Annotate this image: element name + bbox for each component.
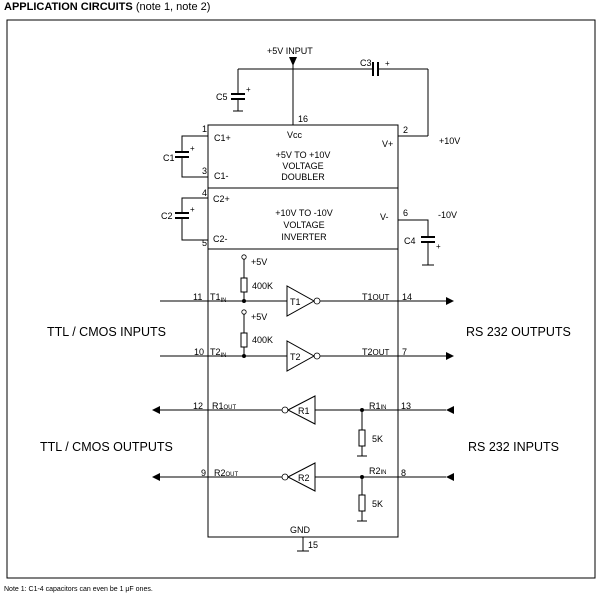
c2-plus: + — [190, 205, 195, 214]
rs232-outputs-label: RS 232 OUTPUTS — [466, 325, 571, 339]
c5-label: C5 — [216, 92, 228, 102]
inverter-line-2: VOLTAGE — [283, 220, 324, 230]
t1-pullup-vdd: +5V — [251, 257, 267, 267]
c4-capacitor — [398, 219, 435, 266]
vplus-label: +10V — [439, 136, 460, 146]
pin-4: 4 — [202, 188, 207, 198]
diagram-frame — [6, 19, 596, 579]
pin-15: 15 — [308, 540, 318, 550]
pin-label-vplus: V+ — [382, 139, 393, 149]
r2-in-label: R2IN — [369, 466, 387, 476]
c3-plus: + — [385, 59, 390, 68]
vminus-label: -10V — [438, 210, 457, 220]
pin-14: 14 — [402, 292, 412, 302]
power-input-label: +5V INPUT — [267, 46, 313, 56]
pin-12: 12 — [193, 401, 203, 411]
pin-label-c2plus: C2+ — [213, 194, 230, 204]
figure-title: APPLICATION CIRCUITS (note 1, note 2) — [4, 1, 211, 13]
footnote: Note 1: C1-4 capacitors can even be 1 μF… — [4, 586, 153, 593]
r1-out-arrow — [152, 406, 160, 414]
doubler-line-1: +5V TO +10V — [276, 150, 331, 160]
inverter-line-1: +10V TO -10V — [275, 208, 332, 218]
ttl-cmos-outputs-label: TTL / CMOS OUTPUTS — [40, 440, 173, 454]
pin-5: 5 — [202, 238, 207, 248]
t2-buffer — [286, 340, 316, 372]
pin-9: 9 — [201, 468, 206, 478]
t1-buffer — [286, 285, 316, 317]
c2-label: C2 — [161, 211, 173, 221]
t2-name: T2 — [290, 352, 301, 362]
pin-1: 1 — [202, 124, 207, 134]
pin-2: 2 — [403, 125, 408, 135]
r2-out-label: R2OUT — [214, 468, 239, 478]
t2-out-arrow — [446, 352, 454, 360]
inverter-line-3: INVERTER — [281, 232, 327, 242]
t2-pullup-resistor: 400K — [252, 335, 273, 345]
pin-3: 3 — [202, 166, 207, 176]
r1-in-label: R1IN — [369, 401, 387, 411]
r2-name: R2 — [298, 473, 310, 483]
r1-in-arrow — [446, 406, 454, 414]
ttl-cmos-inputs-label: TTL / CMOS INPUTS — [47, 325, 166, 339]
t1-out-arrow — [446, 297, 454, 305]
r2-pulldown — [357, 477, 367, 522]
c5-plus: + — [246, 85, 251, 94]
rs232-inputs-label: RS 232 INPUTS — [468, 440, 559, 454]
c1-plus: + — [190, 144, 195, 153]
c4-label: C4 — [404, 236, 416, 246]
r2-pulldown-resistor: 5K — [372, 499, 383, 509]
vcc-label: Vcc — [287, 130, 303, 140]
r1-name: R1 — [298, 406, 310, 416]
c3-label: C3 — [360, 58, 372, 68]
gnd-label: GND — [290, 525, 311, 535]
t1-pullup-resistor: 400K — [252, 281, 273, 291]
c3-capacitor — [372, 62, 428, 76]
t2-pullup — [240, 309, 248, 358]
c2-capacitor — [175, 197, 208, 241]
c5-capacitor — [231, 93, 245, 112]
c1-capacitor — [175, 135, 208, 178]
pin-8: 8 — [401, 468, 406, 478]
pin-16: 16 — [298, 114, 308, 124]
pin-label-c1plus: C1+ — [214, 133, 231, 143]
doubler-line-2: VOLTAGE — [282, 161, 323, 171]
pin-11: 11 — [193, 292, 202, 302]
t1-in-label: T1IN — [210, 292, 227, 304]
t1-out-label: T1OUT — [362, 292, 390, 302]
c4-plus: + — [436, 242, 441, 251]
pin-6: 6 — [403, 208, 408, 218]
t2-pullup-vdd: +5V — [251, 312, 267, 322]
pin-10: 10 — [194, 347, 204, 357]
pin-7: 7 — [402, 347, 407, 357]
pin-label-vminus: V- — [380, 212, 389, 222]
r2-out-arrow — [152, 473, 160, 481]
pin-label-c1minus: C1- — [214, 171, 229, 181]
t1-pullup — [240, 254, 248, 303]
r1-out-label: R1OUT — [212, 401, 237, 411]
t2-out-label: T2OUT — [362, 347, 390, 357]
t2-in-label: T2IN — [210, 347, 227, 359]
doubler-line-3: DOUBLER — [281, 172, 325, 182]
pin-13: 13 — [401, 401, 411, 411]
r1-pulldown — [357, 410, 367, 457]
r1-pulldown-resistor: 5K — [372, 434, 383, 444]
t1-name: T1 — [290, 297, 301, 307]
pin-label-c2minus: C2- — [213, 234, 228, 244]
c1-label: C1 — [163, 153, 175, 163]
r2-in-arrow — [446, 473, 454, 481]
